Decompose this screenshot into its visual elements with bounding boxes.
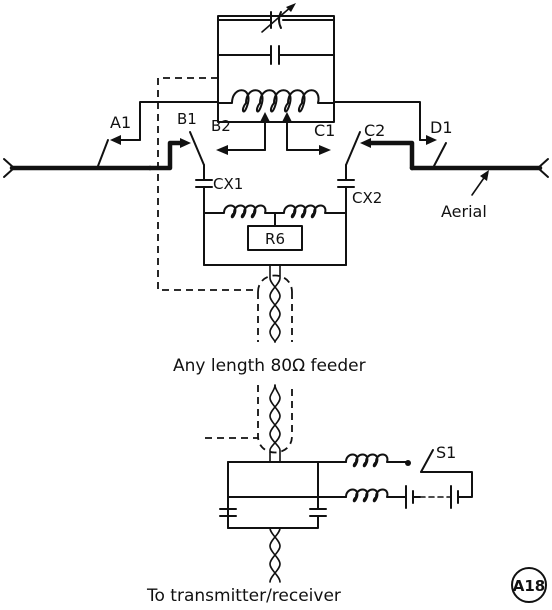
tapped-coil xyxy=(217,89,335,113)
destination-caption: To transmitter/receiver xyxy=(146,586,341,606)
right-line-terminal xyxy=(537,158,549,178)
twisted-pair-lower-a xyxy=(269,384,281,463)
label-cx2: CX2 xyxy=(352,189,382,207)
c1-arrowhead xyxy=(319,145,331,155)
switch-d1-blade xyxy=(433,142,447,167)
switch-a1-arrowhead xyxy=(110,135,121,145)
switch-d1-arrowhead xyxy=(426,135,437,145)
bottom-return-bus xyxy=(227,515,319,529)
figure-badge-label: A18 xyxy=(513,577,545,595)
lower-choke-coil xyxy=(345,488,406,503)
label-b1: B1 xyxy=(177,110,197,128)
tuning-box-outline xyxy=(217,15,335,123)
twisted-pair-upper-a xyxy=(269,264,281,343)
switch-a1-blade xyxy=(97,139,109,167)
feeder-caption: Any length 80Ω feeder xyxy=(173,356,366,376)
switch-s1-blade xyxy=(420,449,434,473)
coil-tap-right-arrow xyxy=(282,112,292,122)
switch-b1-blade xyxy=(189,131,205,166)
a1-feed-wire xyxy=(139,101,219,141)
left-switch-section xyxy=(3,101,219,181)
station-network xyxy=(219,449,473,583)
left-coupling-coil xyxy=(203,204,276,219)
output-twist-b xyxy=(269,527,281,583)
screen-dashed-path xyxy=(157,77,258,291)
right-coupling-coil xyxy=(274,204,347,219)
twisted-pair-lower-b xyxy=(269,384,281,463)
switch-c2-blade xyxy=(345,131,361,166)
upper-choke-coil xyxy=(345,453,408,468)
label-cx1: CX1 xyxy=(213,175,243,193)
label-c1: C1 xyxy=(314,121,335,140)
s1-return-wire xyxy=(420,471,473,498)
var-cap-plate-b xyxy=(278,11,282,29)
feeder-cable xyxy=(257,264,293,463)
coil-tap-left-arrow xyxy=(260,112,270,122)
b2-arrowhead xyxy=(216,145,228,155)
s1-pivot xyxy=(405,460,411,466)
label-d1: D1 xyxy=(430,118,453,137)
right-switch-section xyxy=(333,101,549,196)
label-aerial: Aerial xyxy=(441,202,487,221)
label-a1: A1 xyxy=(110,113,131,132)
figure-badge-circle xyxy=(511,567,547,603)
label-b2: B2 xyxy=(211,117,231,135)
label-c2: C2 xyxy=(364,121,385,140)
sheath-top-upper xyxy=(257,274,293,293)
coupling-network xyxy=(195,179,355,266)
label-r6: R6 xyxy=(265,230,285,248)
left-line-terminal xyxy=(3,158,15,178)
b1-thick-link xyxy=(147,140,187,171)
sheath-lower xyxy=(257,385,293,454)
twisted-pair-upper-b xyxy=(269,264,281,343)
tuning-network xyxy=(216,3,335,155)
switch-b1-arrowhead xyxy=(180,138,191,148)
r6-resistor-box xyxy=(247,225,303,251)
var-cap-arrow xyxy=(261,5,293,33)
aerial-pointer-head xyxy=(480,170,489,181)
label-s1: S1 xyxy=(436,443,456,462)
switch-c2-arrowhead xyxy=(360,138,371,148)
var-cap-arrowhead xyxy=(286,3,296,12)
c2-thick-link xyxy=(367,140,415,171)
d1-feed-wire xyxy=(333,101,421,141)
